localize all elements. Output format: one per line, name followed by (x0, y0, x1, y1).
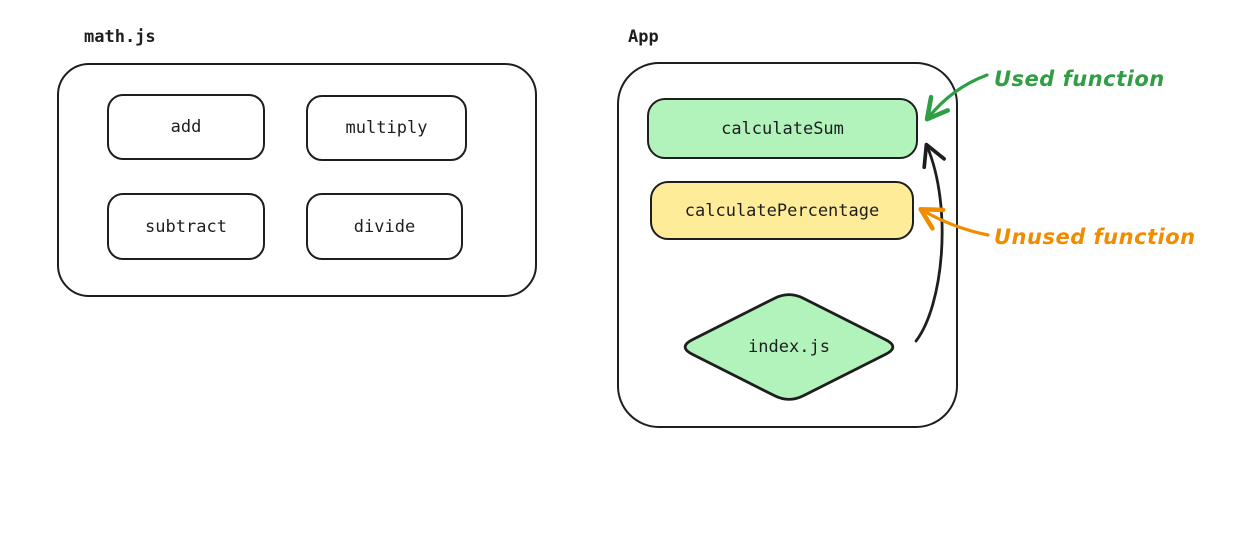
node-add-label: add (170, 117, 202, 137)
node-multiply-label: multiply (345, 118, 428, 138)
node-index-js-label: index.js (748, 337, 830, 357)
node-subtract-label: subtract (145, 216, 227, 237)
math-module-title: math.js (84, 27, 156, 47)
used-function-annotation: Used function (994, 67, 1165, 91)
node-subtract: subtract (107, 193, 265, 260)
node-calculate-sum: calculateSum (647, 98, 918, 159)
node-multiply: multiply (306, 95, 467, 161)
node-add: add (107, 94, 265, 160)
node-calculate-sum-label: calculateSum (721, 118, 844, 139)
unused-function-annotation: Unused function (994, 225, 1196, 249)
node-divide: divide (306, 193, 463, 260)
node-calculate-percentage-label: calculatePercentage (684, 200, 880, 221)
node-divide-label: divide (353, 216, 416, 237)
node-calculate-percentage: calculatePercentage (650, 181, 914, 240)
app-module-title: App (628, 27, 659, 47)
